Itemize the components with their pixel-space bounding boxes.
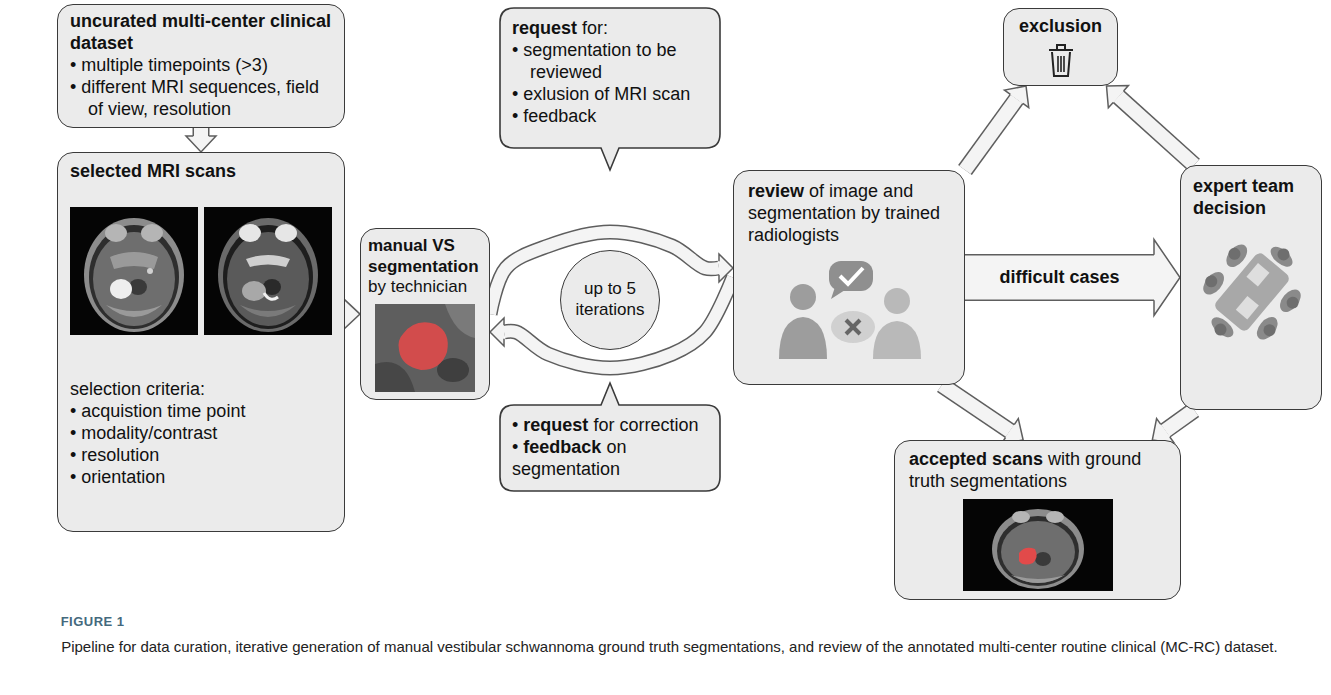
text-line: • segmentation to be reviewed: [512, 40, 708, 84]
node-text: for correction: [593, 415, 698, 435]
text-line: • multiple timepoints (>3): [70, 55, 332, 77]
node-text: selection criteria:: [70, 379, 205, 399]
text-line: • resolution: [70, 445, 332, 467]
text-line: up to 5 iterations: [569, 279, 651, 320]
node-heading: request: [523, 415, 588, 435]
node-text: • modality/contrast: [70, 423, 217, 443]
node-text: • feedback: [512, 106, 596, 126]
arrow-outline: [942, 385, 1010, 431]
node-text: • different MRI sequences, field of view…: [70, 77, 319, 119]
flow-arrow: [186, 128, 216, 152]
flow-arrow: [1152, 410, 1194, 443]
node-text: up to 5 iterations: [576, 279, 645, 319]
expert-team-icon: [1193, 226, 1311, 356]
flow-arrow: [1107, 86, 1195, 165]
text-line: selection criteria:: [70, 379, 332, 401]
text-line: • orientation: [70, 467, 332, 489]
speech-bubble: requestfor:• segmentation to be reviewed…: [500, 8, 720, 148]
exclusion-box: exclusion: [1003, 8, 1118, 86]
text-line: • modality/contrast: [70, 423, 332, 445]
node-heading: feedback: [523, 437, 601, 457]
text-line: • exlusion of MRI scan: [512, 84, 708, 106]
arrow-head: [344, 299, 360, 329]
flow-arrow: [965, 240, 1180, 316]
text-line: •feedbackon segmentation: [512, 437, 708, 481]
text-line: accepted scanswith ground truth segmenta…: [909, 449, 1166, 493]
node-text: for:: [582, 18, 608, 38]
text-line: expert team decision: [1193, 176, 1309, 220]
segmentation-illustration: [375, 304, 475, 392]
arrow-head: [490, 318, 504, 346]
arrow-outline: [965, 254, 1154, 301]
node-heading: manual VS segmentation: [368, 236, 479, 276]
node-text: •: [512, 437, 518, 457]
node-heading: request: [512, 18, 577, 38]
figure-number: FIGURE 1: [61, 614, 125, 629]
node-heading: expert team decision: [1193, 176, 1294, 218]
iteration-circle: up to 5 iterations: [560, 250, 660, 350]
speech-bubble-shape: [500, 383, 720, 491]
arrow-body: [1118, 97, 1194, 165]
node-heading: review: [748, 181, 804, 201]
node-heading: selected MRI scans: [70, 161, 236, 181]
text-line: • feedback: [512, 106, 708, 128]
node-text: by technician: [368, 277, 467, 296]
text-line: by technician: [368, 277, 482, 298]
arrow-outline: [1165, 410, 1194, 431]
text-line: selected MRI scans: [70, 161, 332, 183]
trash-icon: [1046, 42, 1076, 78]
result-box: accepted scanswith ground truth segmenta…: [894, 440, 1181, 600]
arrow-body: [965, 99, 1017, 170]
process-box: selected MRI scans selec: [57, 152, 345, 532]
text-line: • different MRI sequences, field of view…: [70, 77, 332, 121]
arrow-head: [186, 136, 216, 152]
edge-label: difficult cases: [996, 267, 1122, 289]
speech-bubble-shape: [500, 8, 720, 170]
node-text: • exlusion of MRI scan: [512, 84, 690, 104]
speech-bubble: •requestfor correction•feedbackon segmen…: [500, 405, 720, 491]
text-line: manual VS segmentation: [368, 236, 482, 277]
node-text: • multiple timepoints (>3): [70, 55, 268, 75]
figure-caption: Pipeline for data curation, iterative ge…: [61, 636, 1291, 657]
text-line: uncurated multi-center clinical dataset: [70, 11, 332, 55]
text-line: exclusion: [1012, 16, 1109, 38]
arrow-head: [1004, 86, 1028, 108]
text-line: reviewof image and segmentation by train…: [748, 181, 950, 247]
arrow-head: [1107, 86, 1129, 108]
reviewers-icon: [769, 255, 929, 363]
node-text: • resolution: [70, 445, 159, 465]
arrow-body: [965, 256, 1154, 300]
arrow-body: [1165, 410, 1194, 431]
accepted-scan-illustration: [963, 499, 1113, 591]
process-box: reviewof image and segmentation by train…: [733, 170, 965, 385]
arrow-body: [942, 385, 1010, 431]
process-box: expert team decision: [1180, 165, 1322, 410]
node-text: • segmentation to be reviewed: [512, 40, 676, 82]
flow-arrow: [965, 86, 1029, 170]
node-heading: accepted scans: [909, 449, 1043, 469]
arrow-outline: [193, 128, 210, 136]
node-heading: uncurated multi-center clinical dataset: [70, 11, 331, 53]
arrow-outline: [965, 99, 1017, 170]
flow-arrow: [344, 299, 360, 329]
text-line: requestfor:: [512, 18, 708, 40]
process-box: manual VS segmentationby technician: [360, 228, 490, 400]
arrow-body: [194, 128, 208, 136]
node-text: •: [512, 415, 518, 435]
node-text: • acquistion time point: [70, 401, 245, 421]
text-line: •requestfor correction: [512, 415, 708, 437]
flow-arrow: [942, 385, 1023, 443]
process-box: uncurated multi-center clinical dataset•…: [57, 4, 345, 128]
node-text: • orientation: [70, 467, 165, 487]
text-line: • acquistion time point: [70, 401, 332, 423]
arrow-head: [1154, 240, 1180, 316]
mri-scans-illustration: [70, 207, 332, 335]
node-heading: exclusion: [1019, 16, 1102, 36]
arrow-outline: [1118, 97, 1194, 165]
